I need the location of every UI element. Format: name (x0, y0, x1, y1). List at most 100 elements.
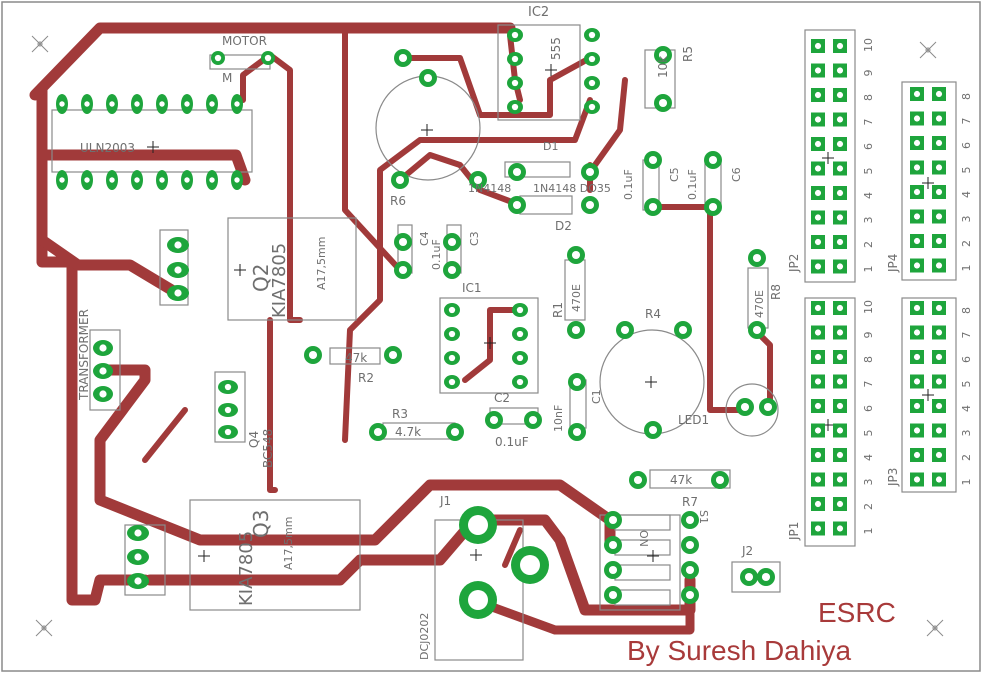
label-c1: C1 (590, 389, 603, 404)
pad-hole (913, 451, 921, 459)
pad-hole (511, 55, 519, 63)
credit-esrc: ESRC (818, 597, 896, 628)
pad-hole (174, 241, 182, 249)
pad-hole (648, 155, 658, 165)
pin-number: 7 (960, 118, 973, 125)
pad-hole (836, 165, 844, 172)
pad-hole (740, 402, 750, 412)
pad-hole (935, 90, 943, 98)
pad-hole (224, 383, 232, 391)
label-led1: LED1 (678, 413, 709, 427)
pin-number: 2 (862, 241, 875, 248)
pin-number: 9 (862, 332, 875, 339)
pad-hole (516, 354, 524, 362)
pad-hole (685, 590, 695, 600)
pad-hole (836, 42, 844, 50)
label-r5: R5 (681, 46, 695, 62)
pad-hole (620, 325, 630, 335)
pin-number: 2 (960, 240, 973, 247)
pad-hole (935, 304, 943, 312)
label-c6-value: 0.1uF (686, 169, 699, 200)
label-d1: D1 (543, 140, 558, 153)
pin-number: 4 (960, 405, 973, 412)
pad-hole (913, 188, 921, 196)
label-jp1: JP1 (787, 522, 801, 541)
pad-hole (184, 101, 190, 107)
pad-hole (134, 177, 140, 183)
pad-hole (814, 427, 822, 434)
pad-hole (585, 167, 595, 177)
pad-hole (468, 515, 488, 535)
pad-hole (489, 415, 499, 425)
label-d2: D2 (555, 219, 572, 233)
label-c2-value: 0.1uF (495, 435, 529, 449)
pad-hole (511, 31, 519, 39)
pad-hole (913, 213, 921, 220)
pad-hole (572, 427, 582, 437)
pad-hole (836, 67, 844, 74)
pad-hole (685, 565, 695, 575)
label-q3: Q3 (249, 510, 273, 538)
pad-hole (585, 200, 595, 210)
pad-hole (935, 353, 943, 361)
pad-hole (814, 525, 822, 532)
pad-hole (935, 427, 943, 434)
pin-number: 4 (862, 192, 875, 199)
pad-hole (763, 402, 773, 412)
pad-hole (685, 515, 695, 525)
pad-hole (814, 304, 822, 312)
pad-hole (608, 590, 618, 600)
pad-hole (174, 289, 182, 297)
pad-hole (447, 265, 457, 275)
label-r2: R2 (358, 371, 374, 385)
pad-hole (658, 98, 668, 108)
pad-hole (398, 53, 408, 63)
label-ic2: IC2 (528, 5, 549, 20)
label-c3: C3 (468, 231, 481, 246)
pad-hole (214, 54, 222, 62)
pad-hole (99, 390, 107, 398)
pad-hole (685, 540, 695, 550)
label-c4-value: 0.1uF (430, 239, 443, 270)
pad-hole (814, 42, 822, 50)
pad-hole (398, 265, 408, 275)
label-j1-value: DCJ0202 (418, 613, 431, 660)
label-r8: R8 (769, 284, 783, 300)
pin-number: 6 (862, 143, 875, 150)
pad-hole (761, 572, 771, 582)
label-q3-pkg: A17,5mm (282, 517, 295, 570)
pad-hole (512, 167, 522, 177)
label-jp4: JP4 (886, 254, 900, 273)
pad-hole (398, 237, 408, 247)
pin-number: 1 (960, 479, 973, 486)
pin-number: 4 (862, 454, 875, 461)
label-c6: C6 (730, 167, 743, 182)
pad-hole (134, 101, 140, 107)
pad-hole (752, 253, 762, 263)
label-j2: J2 (741, 544, 753, 558)
pad-hole (588, 103, 596, 111)
pin-number: 2 (960, 454, 973, 461)
pad-hole (814, 451, 822, 459)
pad-hole (836, 329, 844, 336)
pad-hole (134, 553, 142, 561)
label-c1-value: 10nF (552, 405, 565, 432)
pad-hole (448, 330, 456, 338)
pad-hole (814, 263, 822, 270)
pad-hole (373, 427, 383, 437)
pad-hole (814, 140, 822, 148)
pad-hole (935, 262, 943, 269)
pad-hole (99, 367, 107, 375)
pad-hole (264, 54, 272, 62)
pad-hole (836, 451, 844, 459)
pad-hole (913, 304, 921, 312)
pad-hole (814, 238, 822, 246)
pin-number: 9 (862, 70, 875, 77)
pad-hole (913, 353, 921, 361)
pad-hole (608, 565, 618, 575)
pad-hole (913, 427, 921, 434)
pad-hole (935, 139, 943, 147)
pad-hole (447, 237, 457, 247)
pad-hole (588, 55, 596, 63)
pad-hole (658, 50, 668, 60)
